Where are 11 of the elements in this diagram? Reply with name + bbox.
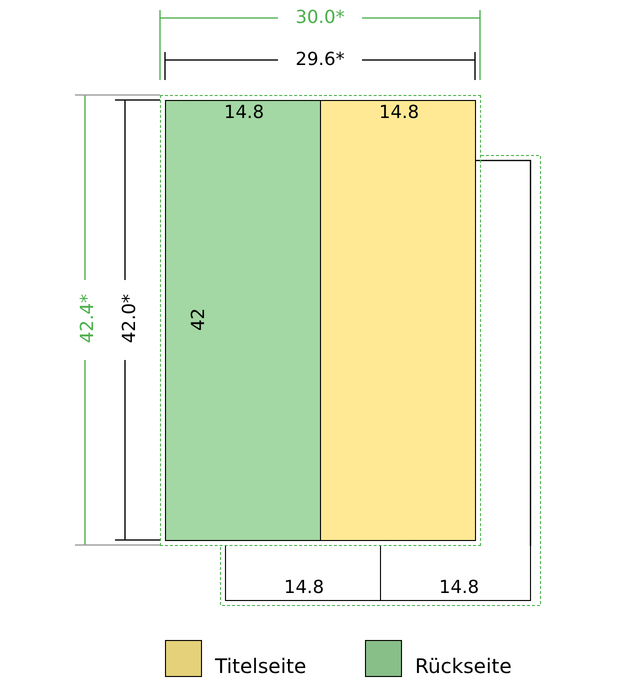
inner-panel (380, 546, 531, 601)
inner-panel (225, 546, 381, 601)
dimension-label: 14.8 (284, 578, 324, 598)
dimension-label: 14.8 (439, 578, 480, 598)
title-page-panel (320, 100, 476, 541)
dimension-label: 42 (189, 308, 209, 330)
legend-label: Rückseite (415, 656, 512, 676)
dimension-label: 14.8 (379, 103, 420, 123)
back-cover-panel (165, 100, 321, 541)
dimension-label: 14.8 (224, 103, 264, 123)
legend-label: Titelseite (215, 656, 306, 676)
